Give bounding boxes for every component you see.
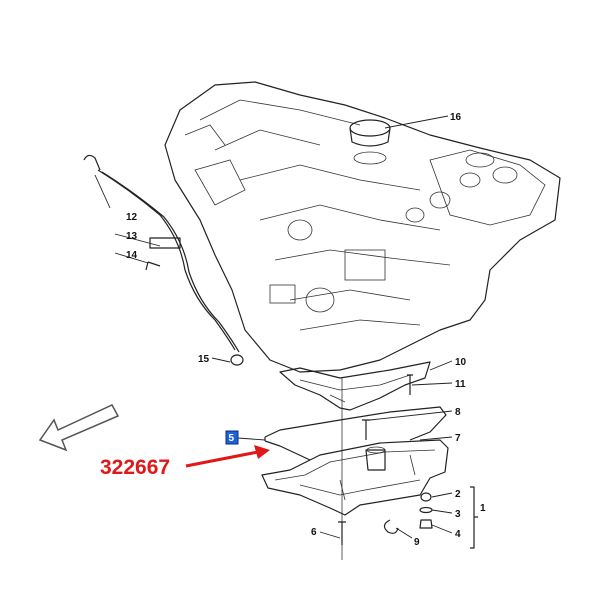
label-3: 3 <box>455 509 461 520</box>
oil-pan-baffle <box>279 361 431 411</box>
label-11: 11 <box>455 379 466 390</box>
label-14: 14 <box>126 250 138 261</box>
label-10: 10 <box>455 357 467 368</box>
label-7: 7 <box>455 433 461 444</box>
oil-filler-cap <box>349 119 391 165</box>
label-1: 1 <box>480 503 486 514</box>
bolt-11 <box>407 374 413 395</box>
label-16: 16 <box>450 112 462 123</box>
label-8: 8 <box>455 407 461 418</box>
dipstick <box>83 154 244 366</box>
label-4: 4 <box>455 529 461 540</box>
callout-leaders <box>94 115 453 539</box>
label-13: 13 <box>126 231 138 242</box>
label-9: 9 <box>414 537 420 548</box>
clip-9 <box>383 519 399 534</box>
label-12: 12 <box>126 212 138 223</box>
label-15: 15 <box>198 354 210 365</box>
oil-pan <box>261 439 449 516</box>
engine-block <box>164 81 561 373</box>
part-number-callout: 322667 <box>100 456 170 479</box>
front-direction-arrow-icon <box>38 404 120 452</box>
label-6: 6 <box>311 527 317 538</box>
selected-part-box[interactable] <box>225 430 239 445</box>
bolt-6 <box>338 521 346 545</box>
oil-pan-gasket <box>264 406 447 461</box>
label-5: 5 <box>229 433 235 444</box>
drain-plug-set <box>419 486 478 549</box>
bolt-8 <box>362 419 370 440</box>
label-2: 2 <box>455 489 461 500</box>
part-number-arrow <box>185 445 270 468</box>
